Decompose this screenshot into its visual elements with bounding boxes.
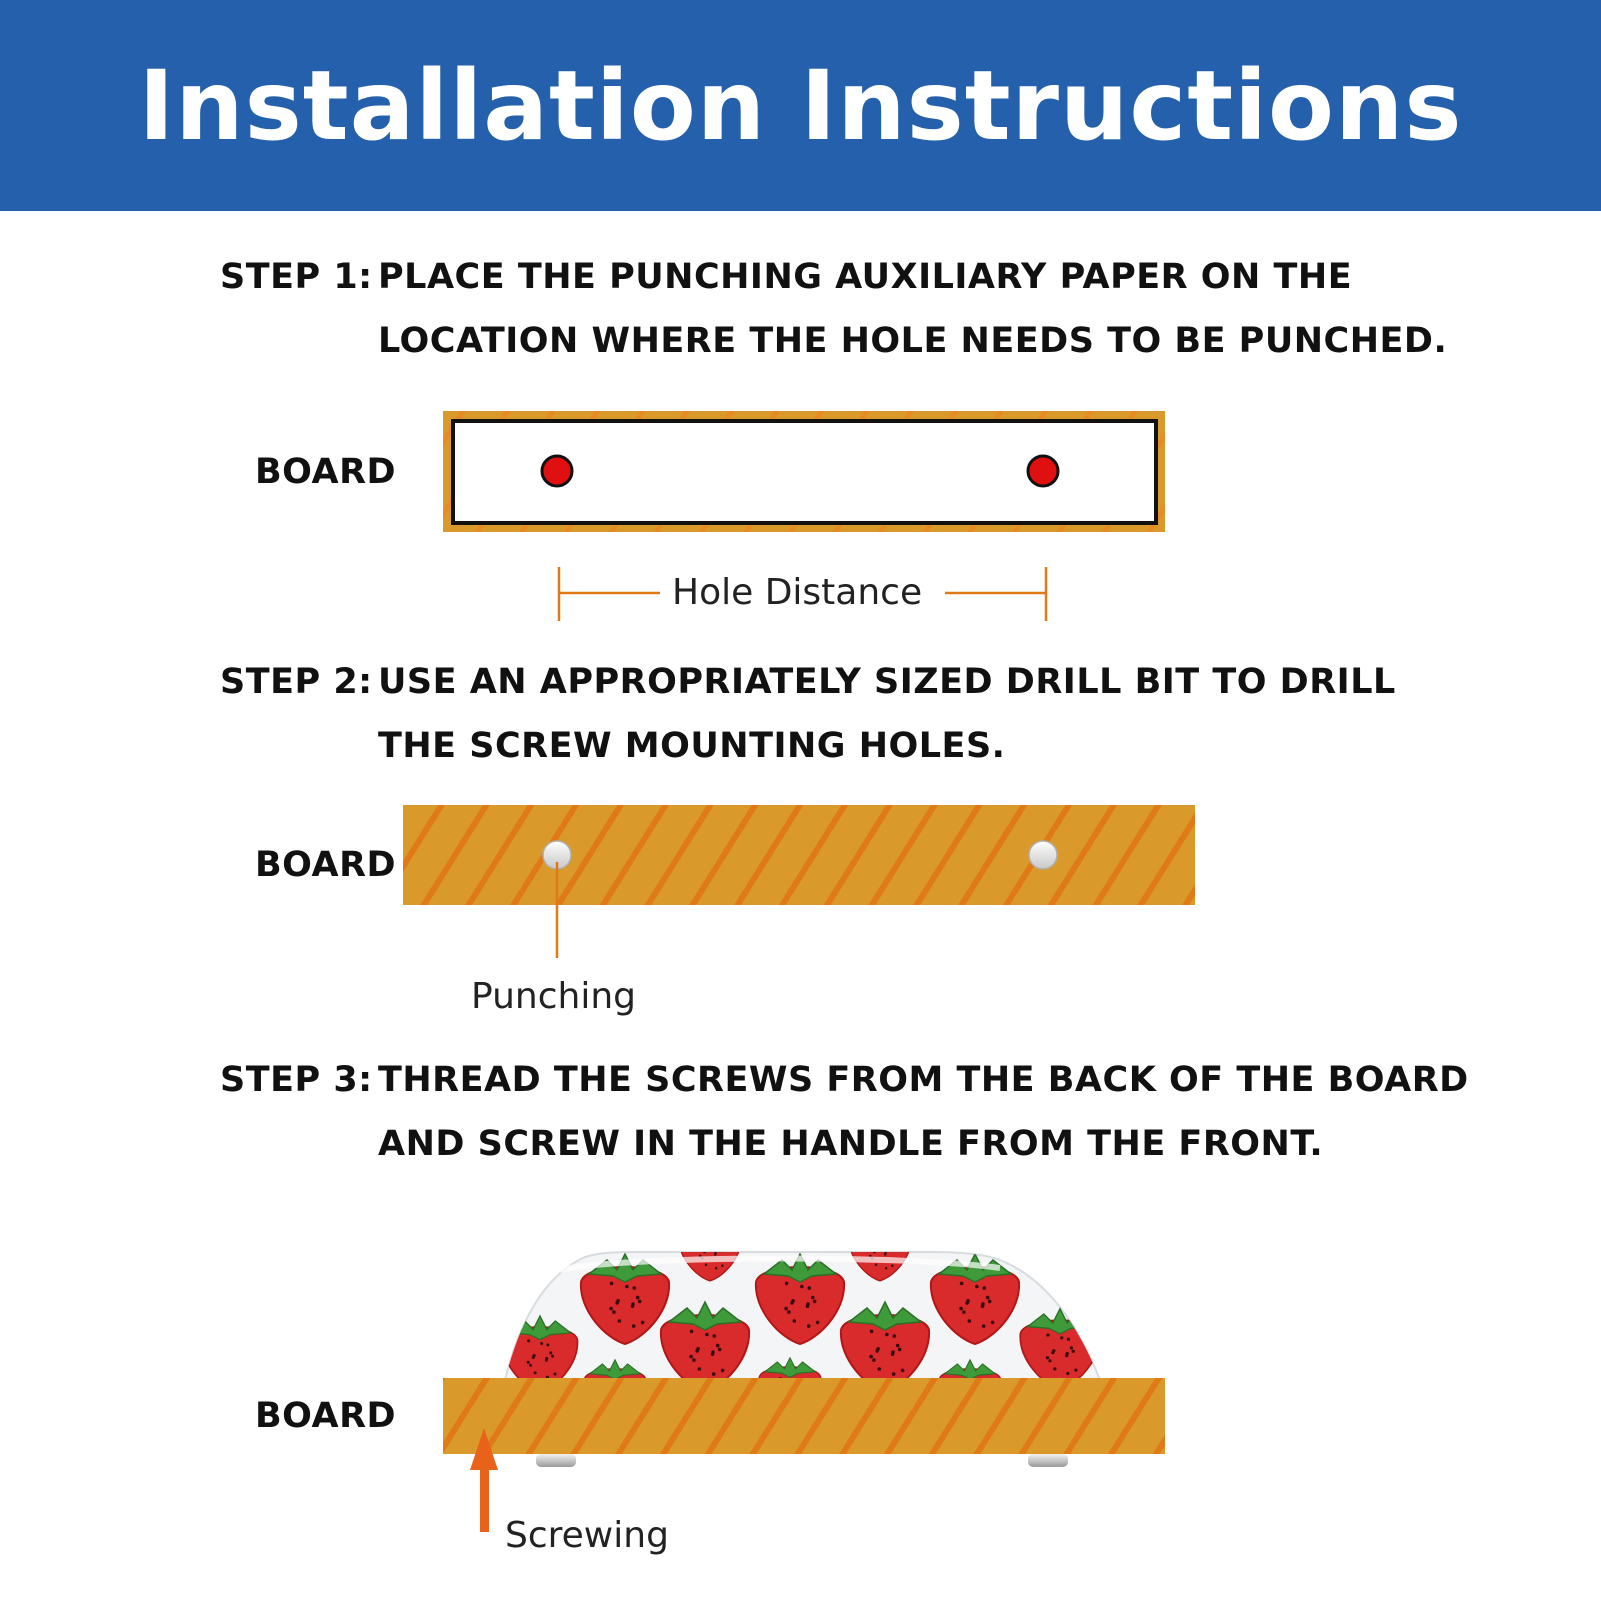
step-3-text: THREAD THE SCREWS FROM THE BACK OF THE B… <box>378 1048 1601 1176</box>
drilled-board <box>403 805 1195 905</box>
handle-highlight <box>559 1255 1001 1273</box>
step-1-number: STEP 1: <box>220 257 373 297</box>
board-label-step-1: BOARD <box>255 452 397 492</box>
board-label-step-3: BOARD <box>255 1396 397 1436</box>
step-1-line-2: LOCATION WHERE THE HOLE NEEDS TO BE PUNC… <box>378 321 1448 361</box>
drilled-hole-right <box>1028 840 1058 870</box>
punching-label: Punching <box>471 976 636 1017</box>
step-1-board <box>443 411 1165 532</box>
step-2-line-1: USE AN APPROPRIATELY SIZED DRILL BIT TO … <box>378 662 1396 702</box>
step-1-text: PLACE THE PUNCHING AUXILIARY PAPER ON TH… <box>378 245 1601 373</box>
step-3-number: STEP 3: <box>220 1060 373 1100</box>
screwing-arrow-shaft <box>480 1468 489 1532</box>
strawberry-icon <box>754 1252 846 1346</box>
mounting-board <box>443 1378 1165 1454</box>
step-2-text: USE AN APPROPRIATELY SIZED DRILL BIT TO … <box>378 650 1601 778</box>
step-1-line-1: PLACE THE PUNCHING AUXILIARY PAPER ON TH… <box>378 257 1353 297</box>
strawberry-icon <box>839 1300 931 1380</box>
strawberry-icon <box>659 1300 751 1380</box>
step-3-line-2: AND SCREW IN THE HANDLE FROM THE FRONT. <box>378 1124 1324 1164</box>
screwing-arrow-head-icon <box>470 1428 498 1470</box>
header-banner: Installation Instructions <box>0 0 1601 211</box>
step-3-line-1: THREAD THE SCREWS FROM THE BACK OF THE B… <box>378 1060 1469 1100</box>
step-3-assembly <box>443 1251 1165 1532</box>
screwing-label: Screwing <box>505 1515 669 1556</box>
screw-right-icon <box>1028 1454 1068 1467</box>
hole-distance-dimension <box>557 567 1048 621</box>
page-title: Installation Instructions <box>138 49 1463 162</box>
handle <box>503 1251 1102 1381</box>
strawberry-pattern <box>505 1252 1100 1380</box>
screw-left-icon <box>536 1454 576 1467</box>
step-2-board <box>403 805 1195 958</box>
step-2-line-2: THE SCREW MOUNTING HOLES. <box>378 726 1006 766</box>
hole-distance-label: Hole Distance <box>672 572 923 613</box>
board-label-step-2: BOARD <box>255 845 397 885</box>
hole-marker-right <box>1026 454 1060 488</box>
hole-marker-left <box>540 454 574 488</box>
step-2-number: STEP 2: <box>220 662 373 702</box>
